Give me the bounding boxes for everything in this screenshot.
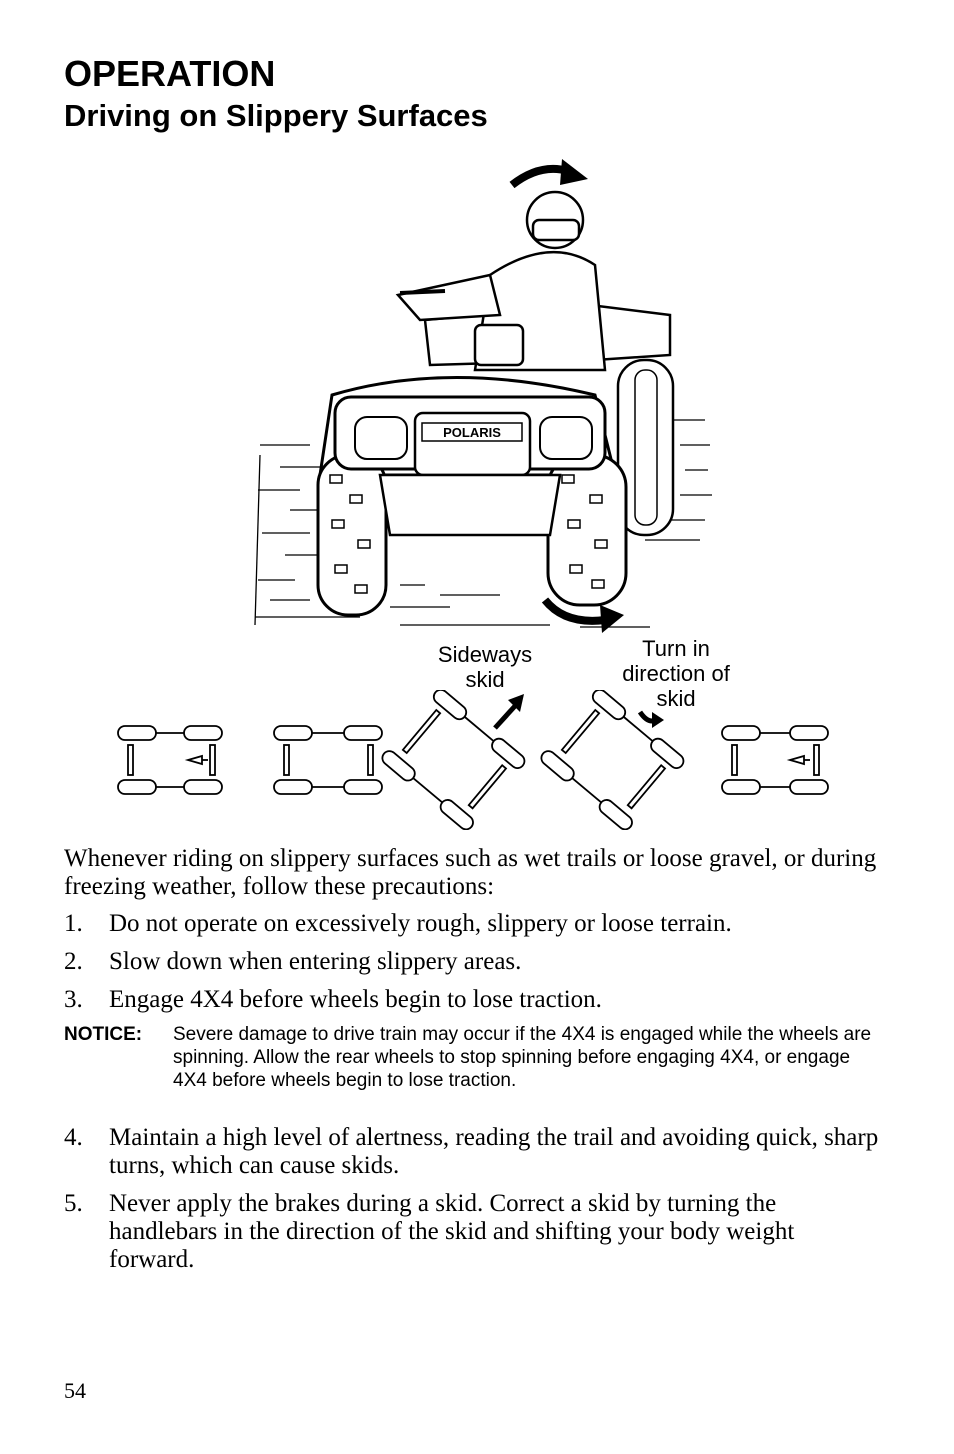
brand-logo: POLARIS — [443, 425, 501, 440]
vehicle-diagram-icon — [381, 690, 526, 830]
sideways-skid-label: Sideways skid — [437, 642, 533, 692]
list-item: 4. Maintain a high level of alertness, r… — [64, 1124, 879, 1179]
list-item: 3. Engage 4X4 before wheels begin to los… — [64, 986, 602, 1013]
curved-arrow-icon — [637, 710, 664, 728]
vehicle-diagram-icon — [721, 725, 829, 795]
notice-text: Severe damage to drive train may occur i… — [173, 1024, 872, 1091]
atv-rider-illustration: POLARIS — [254, 159, 712, 633]
page-number: 54 — [64, 1378, 86, 1403]
list-item: 5. Never apply the brakes during a skid.… — [64, 1190, 795, 1273]
turn-direction-label: Turn in direction of skid — [622, 636, 730, 711]
notice-label: NOTICE: — [64, 1024, 143, 1045]
vehicle-diagram-icon — [273, 725, 383, 795]
list-item: 2. Slow down when entering slippery area… — [64, 948, 522, 975]
page-title: Driving on Slippery Surfaces — [64, 98, 488, 133]
intro-paragraph: Whenever riding on slippery surfaces suc… — [64, 845, 877, 900]
list-item: 1. Do not operate on excessively rough, … — [64, 910, 732, 937]
section-title: OPERATION — [64, 53, 276, 94]
notice-block: NOTICE: Severe damage to drive train may… — [64, 1023, 884, 1092]
skid-arrow-icon — [493, 694, 524, 730]
skid-sequence-diagram — [117, 690, 829, 830]
vehicle-diagram-icon — [540, 690, 685, 830]
vehicle-diagram-icon — [117, 725, 223, 795]
curved-arrow-icon — [509, 164, 570, 189]
